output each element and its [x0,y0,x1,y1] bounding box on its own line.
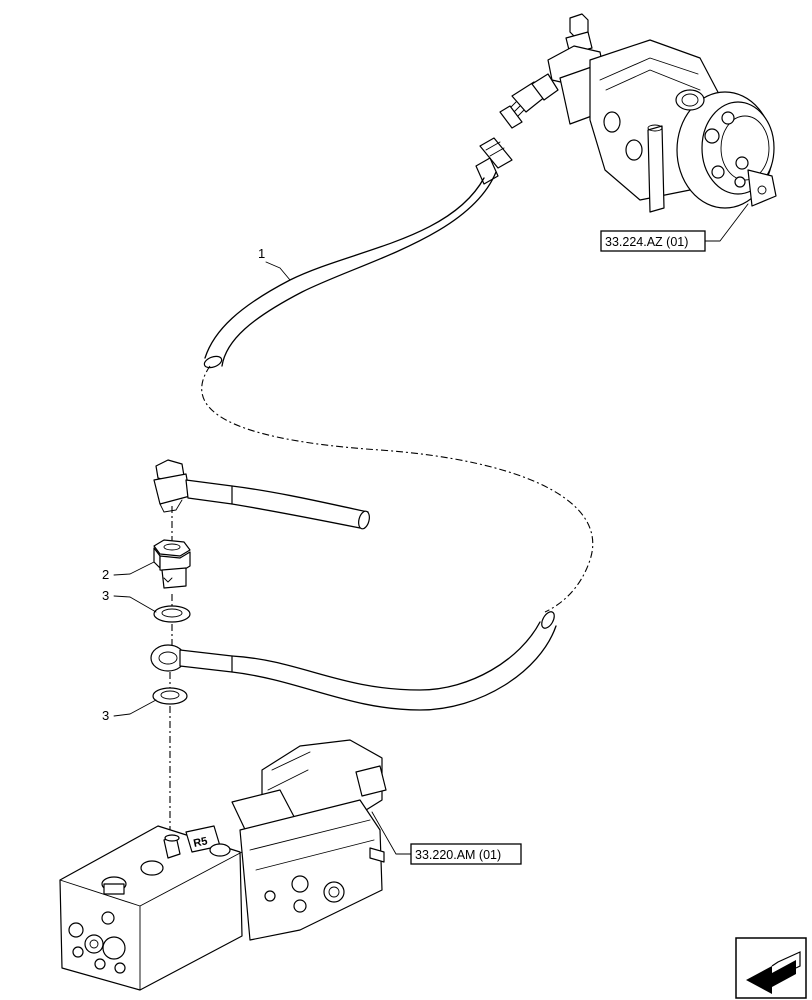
hydraulic-pump [499,13,777,213]
arrow-back-icon[interactable] [735,937,807,999]
reference-link-bottom[interactable]: 33.220.AM (01) [371,811,522,865]
hose-continuation-line [201,365,594,613]
reference-link-top[interactable]: 33.224.AZ (01) [600,203,749,252]
callout-1: 1 [258,246,291,281]
banjo-bolt [153,539,191,589]
callout-2-label: 2 [102,567,109,582]
reference-label-bottom: 33.220.AM (01) [415,848,501,862]
hose-upper [203,137,513,369]
callout-3-lower-label: 3 [102,708,109,723]
block-marking: R5 [192,835,208,850]
callout-1-label: 1 [258,246,265,261]
callout-2: 2 [102,561,155,582]
callout-3-upper: 3 [102,588,157,613]
elbow-hose-fitting [153,459,370,530]
callout-3-upper-label: 3 [102,588,109,603]
control-valve-assembly: R5 [59,739,387,991]
assembly-axis-line [169,506,173,836]
hose-lower [150,611,557,711]
callout-3-lower: 3 [102,699,157,723]
sealing-washer-upper [153,605,191,623]
sealing-washer-lower [152,687,188,705]
reference-label-top: 33.224.AZ (01) [605,235,688,249]
